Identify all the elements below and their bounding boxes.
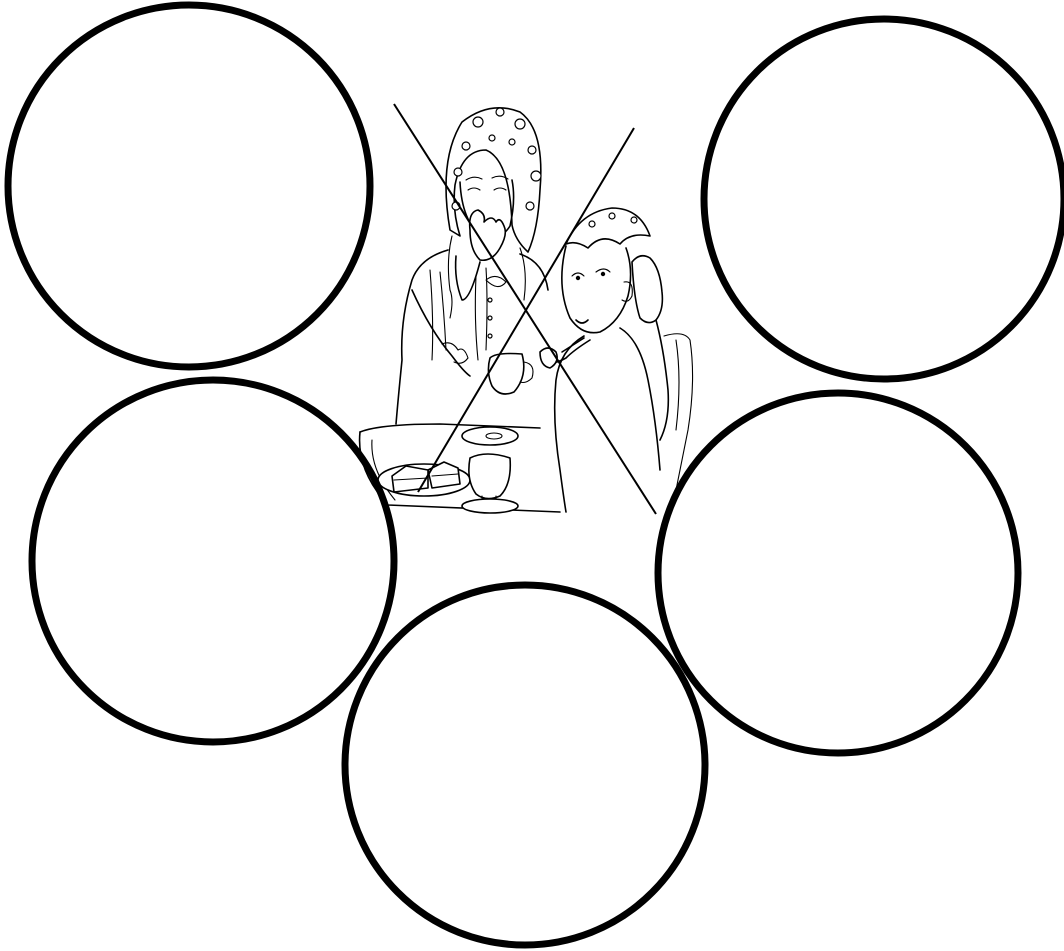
answer-circle-middle-left[interactable]	[32, 380, 394, 742]
answer-circle-middle-right[interactable]	[658, 393, 1018, 753]
saucer-icon	[462, 427, 518, 445]
woman-figure-icon	[396, 108, 548, 424]
tea-scene-illustration	[360, 104, 693, 514]
answer-circle-top-right[interactable]	[704, 19, 1064, 379]
answer-circle-bottom-center[interactable]	[345, 585, 705, 945]
answer-circle-top-left[interactable]	[8, 5, 370, 367]
cup-on-table-icon	[462, 454, 518, 513]
boy-figure-icon	[540, 208, 693, 512]
cake-plate-icon	[378, 462, 470, 496]
teacup-icon	[488, 354, 533, 395]
table-icon	[360, 424, 560, 512]
